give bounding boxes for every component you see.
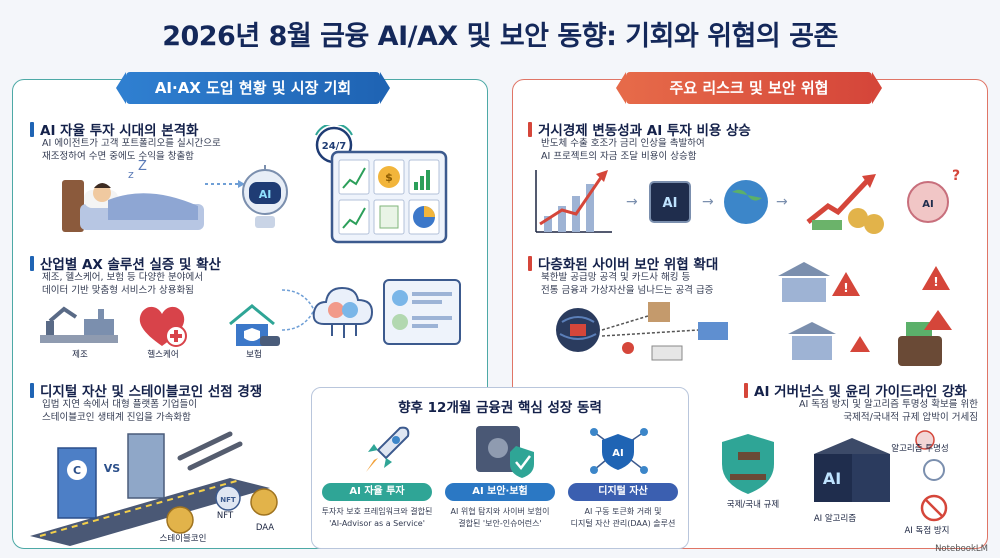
section-heading-ai-autonomous-investing: AI 자율 투자 시대의 본격화: [30, 119, 198, 139]
asset-label-nft: NFT: [216, 511, 234, 521]
bank-wallet-alerts-illustration: ! !: [778, 262, 952, 366]
insurance-house-car-icon: [229, 304, 280, 346]
asset-label-stablecoin: 스테이블코인: [159, 534, 207, 544]
rising-cost-flow-illustration: → AI → → AI ?: [535, 168, 960, 234]
svg-text:!: !: [843, 281, 848, 295]
vs-label: VS: [104, 462, 121, 475]
section-heading-industry-ax: 산업별 AX 솔루션 실증 및 확산: [30, 253, 221, 273]
industry-label-insurance: 보험: [246, 350, 262, 360]
portfolio-dashboard-illustration: $: [330, 150, 448, 244]
network-shield-icon: AI: [590, 428, 648, 474]
svg-text:?: ?: [952, 168, 960, 184]
svg-text:!: !: [933, 275, 938, 289]
supply-chain-attack-illustration: [556, 302, 728, 361]
heart-health-icon: [139, 306, 187, 347]
safe-shield-icon: [476, 426, 534, 478]
pill-digital-assets: 디지털 자산: [568, 483, 678, 501]
sleeping-person-illustration: z Z: [62, 160, 204, 232]
governance-label-transparency: 알고리즘 투명성: [891, 444, 949, 454]
dotted-arrow: [205, 180, 245, 188]
section-heading-macro-volatility: 거시경제 변동성과 AI 투자 비용 상승: [528, 119, 751, 139]
cloud-brain-icon: [312, 286, 374, 338]
stablecoin-platforms-illustration: C VS NFT: [30, 431, 278, 546]
section-heading-ai-governance: AI 거버넌스 및 윤리 가이드라인 강화: [744, 380, 967, 400]
svg-text:→: →: [702, 194, 714, 210]
connector-lines: [282, 289, 315, 331]
industry-label-manufacturing: 제조: [72, 350, 88, 360]
governance-chip-label: AI: [823, 469, 841, 488]
svg-text:z: z: [128, 168, 134, 181]
data-dashboard-icon: [383, 279, 461, 345]
robot-screen-label: AI: [259, 188, 272, 201]
section-heading-cyber-threats: 다층화된 사이버 보안 위협 확대: [528, 253, 718, 273]
growth-drivers-title: 향후 12개월 금융권 핵심 성장 동력: [398, 400, 602, 416]
svg-text:$: $: [385, 171, 393, 184]
governance-label-ai-algorithm: AI 알고리즘: [813, 514, 857, 524]
ai-governance-illustration: AI: [722, 430, 948, 522]
rocket-icon: [366, 426, 410, 472]
governance-label-regulation: 국제/국내 규제: [726, 500, 780, 510]
svg-text:Z: Z: [138, 160, 147, 174]
platform-logo-letter: C: [73, 464, 81, 477]
pill-ai-autonomous-investing: AI 자율 투자: [322, 483, 432, 501]
pill-ai-security-insurance: AI 보안·보험: [445, 483, 555, 501]
right-panel-banner: 주요 리스크 및 보안 위협: [616, 72, 882, 104]
svg-text:AI: AI: [922, 199, 933, 210]
svg-text:→: →: [626, 194, 638, 210]
badge-24-7: 24/7: [322, 141, 347, 152]
chip-label: AI: [663, 196, 678, 211]
left-panel-banner: AI·AX 도입 현황 및 시장 기회: [116, 72, 390, 104]
shield-ai-label: AI: [612, 448, 623, 459]
watermark: NotebookLM: [935, 544, 988, 554]
ai-robot-icon: AI: [242, 165, 288, 228]
factory-robot-arm-icon: [40, 306, 118, 343]
svg-text:→: →: [776, 194, 788, 210]
growth-drivers-card: 향후 12개월 금융권 핵심 성장 동력 AI AI 자율 투자 AI 보안·보…: [311, 387, 689, 549]
governance-label-anti-monopoly: AI 독점 방지: [904, 526, 950, 536]
nft-coin-label: NFT: [220, 496, 236, 504]
industry-label-healthcare: 헬스케어: [147, 350, 179, 360]
pill-desc-ai-autonomous-investing: 투자자 보호 프레임워크와 결합된'AI-Advisor as a Servic…: [321, 507, 433, 528]
section-heading-digital-assets: 디지털 자산 및 스테이블코인 선점 경쟁: [30, 380, 262, 400]
page-title: 2026년 8월 금융 AI/AX 및 보안 동향: 기회와 위협의 공존: [162, 21, 838, 52]
asset-label-daa: DAA: [255, 523, 275, 533]
